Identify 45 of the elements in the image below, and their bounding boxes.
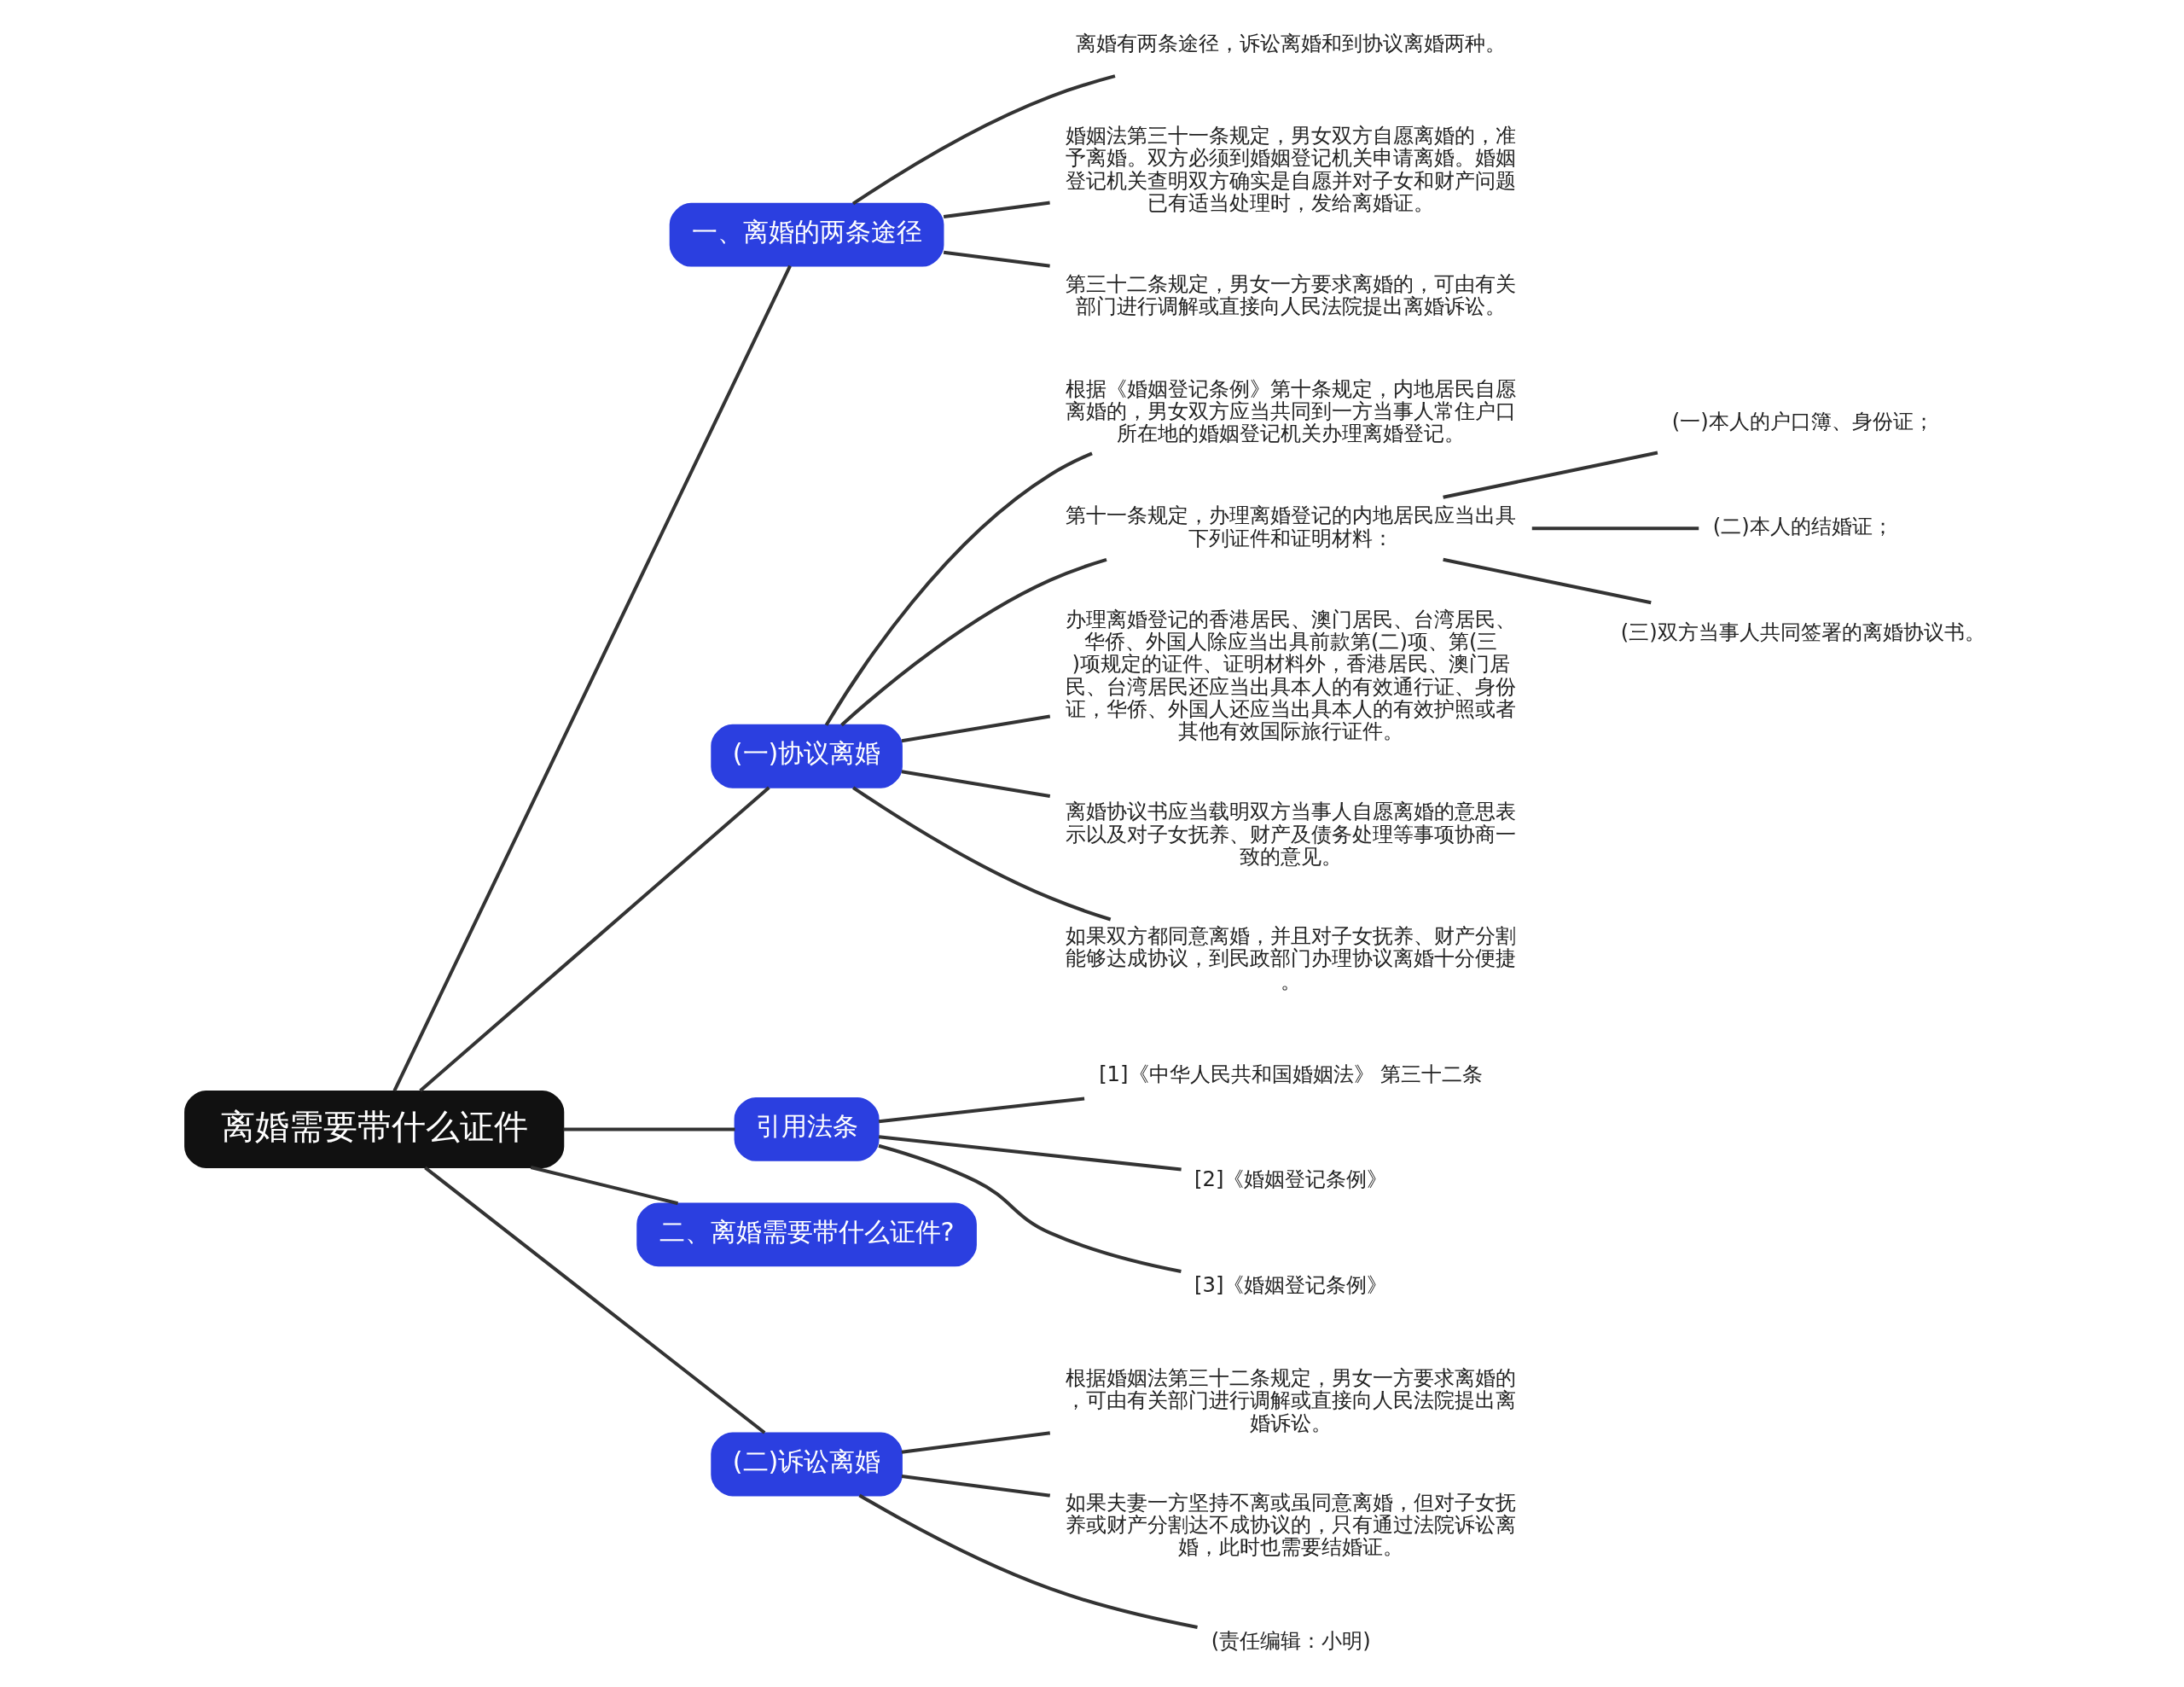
node-text: 第三十二条规定，男女一方要求离婚的，可由有关部门进行调解或直接向人民法院提出离婚诉讼。 — [1065, 271, 1516, 319]
connector — [901, 714, 1050, 743]
node-box: 引用法条 — [734, 1097, 880, 1161]
node-text: (三)双方当事人共同签署的离婚协议书。 — [1620, 619, 1985, 644]
connector — [857, 1493, 1198, 1629]
connector — [901, 1431, 1050, 1454]
connector — [901, 1475, 1050, 1498]
node-box: 离婚需要带什么证件 — [183, 1090, 564, 1168]
connector — [1442, 451, 1658, 499]
node-box: (二)诉讼离婚 — [710, 1432, 903, 1497]
node-text: [2]《婚姻登记条例》 — [1194, 1166, 1387, 1192]
connector — [423, 1166, 765, 1434]
node-box: 一、离婚的两条途径 — [669, 202, 944, 267]
connector — [901, 770, 1050, 799]
node-text: 根据《婚姻登记条例》第十条规定，内地居民自愿离婚的，男女双方应当共同到一方当事人常住户口所在地的婚姻登记机关办理离婚登记。 — [1065, 375, 1516, 446]
connector — [851, 74, 1115, 206]
connector — [563, 1127, 735, 1131]
node-text: [3]《婚姻登记条例》 — [1194, 1271, 1387, 1297]
node-text: (责任编辑：小明) — [1211, 1627, 1371, 1653]
connector — [839, 557, 1107, 727]
node-text: 办理离婚登记的香港居民、澳门居民、台湾居民、华侨、外国人除应当出具前款第(二)项、第(三)项规定的证件、证明材料外，香港居民、澳门居民、台湾居民还应当出具本人的有效通行证、身份证，华侨、外国人还应当出具本人的有效护照或者其他有效国际旅行证件。 — [1065, 606, 1516, 744]
connector — [877, 1143, 1182, 1273]
node-box: (一)协议离婚 — [710, 724, 903, 788]
node-text: (一)本人的户口簿、身份证； — [1671, 409, 1934, 434]
node-text: 离婚协议书应当载明双方当事人自愿离婚的意思表示以及对子女抚养、财产及债务处理等事项协商一致的意见。 — [1065, 799, 1516, 869]
connector — [943, 250, 1050, 268]
connector — [943, 201, 1050, 219]
node-text: 离婚有两条途径，诉讼离婚和到协议离婚两种。 — [1075, 30, 1506, 55]
connector — [530, 1166, 678, 1206]
node-text: [1]《中华人民共和国婚姻法》 第三十二条 — [1098, 1061, 1483, 1086]
connector — [418, 786, 770, 1092]
connector — [824, 451, 1093, 726]
connector — [392, 265, 792, 1092]
connector — [851, 786, 1111, 922]
node-box: 二、离婚需要带什么证件? — [636, 1202, 977, 1267]
node-text: (二)本人的结婚证； — [1712, 514, 1893, 539]
node-text: 婚姻法第三十一条规定，男女双方自愿离婚的，准予离婚。双方必须到婚姻登记机关申请离婚。婚姻登记机关查明双方确实是自愿并对子女和财产问题已有适当处理时，发给离婚证。 — [1065, 123, 1516, 216]
connector — [1531, 526, 1699, 531]
node-text: 第十一条规定，办理离婚登记的内地居民应当出具下列证件和证明材料： — [1065, 503, 1516, 550]
connector — [1442, 557, 1652, 605]
connector — [878, 1097, 1084, 1124]
node-text: 如果双方都同意离婚，并且对子女抚养、财产分割能够达成协议，到民政部门办理协议离婚十分便捷。 — [1065, 923, 1516, 993]
node-text: 根据婚姻法第三十二条规定，男女一方要求离婚的，可由有关部门进行调解或直接向人民法院提出离婚诉讼。 — [1065, 1365, 1516, 1435]
node-text: 如果夫妻一方坚持不离或虽同意离婚，但对子女抚养或财产分割达不成协议的，只有通过法院诉讼离婚，此时也需要结婚证。 — [1065, 1489, 1516, 1560]
connector — [878, 1135, 1182, 1172]
